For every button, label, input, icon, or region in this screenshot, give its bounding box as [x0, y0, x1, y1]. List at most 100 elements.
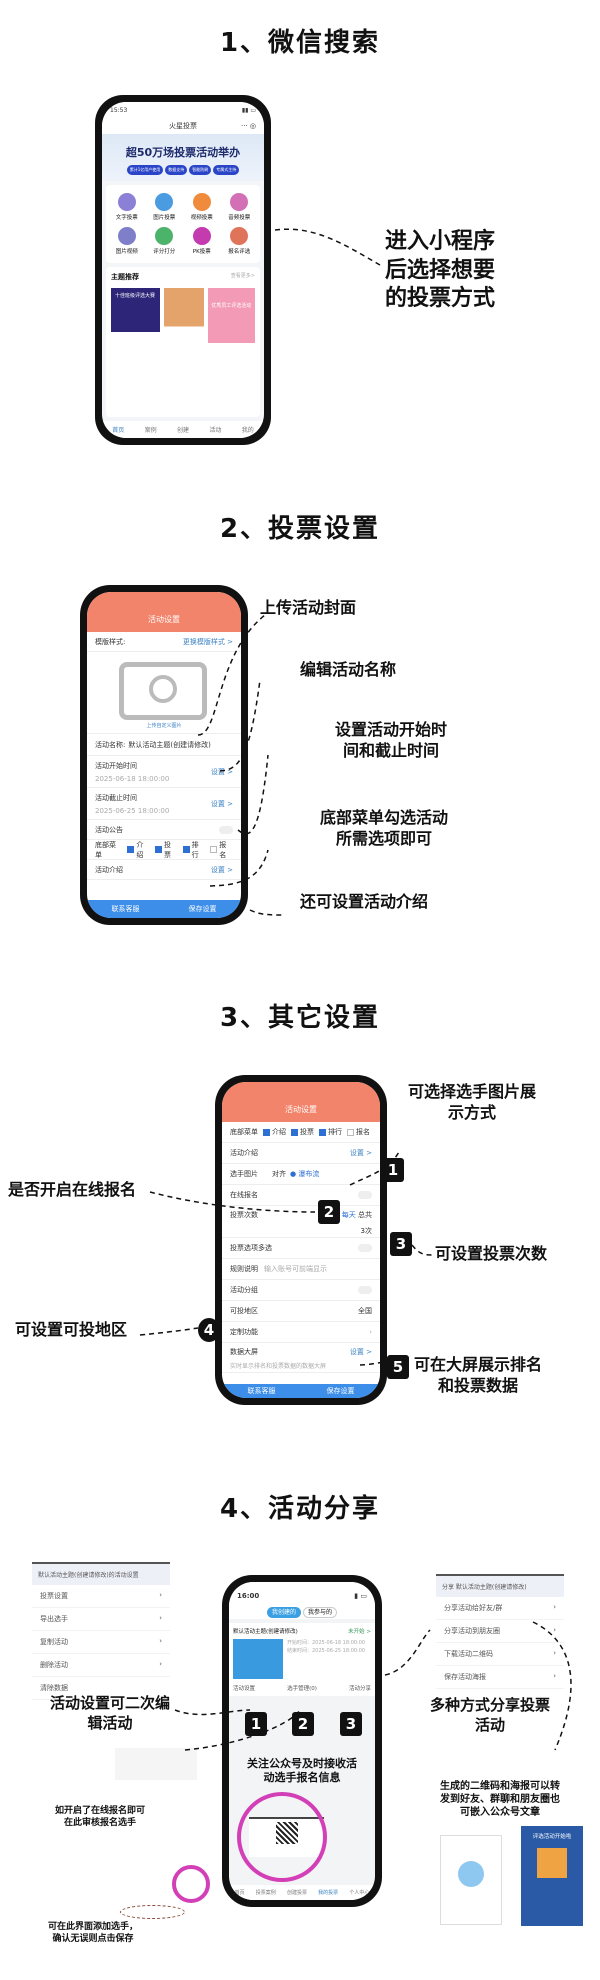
- badge-2: 2: [292, 1712, 314, 1736]
- row-label: 可投地区: [230, 1307, 258, 1315]
- checkbox-icon[interactable]: [291, 1128, 298, 1136]
- checkbox-icon[interactable]: [155, 846, 162, 853]
- tab-activity[interactable]: 活动: [209, 427, 222, 434]
- theme-card[interactable]: [163, 288, 205, 398]
- contact-service-button[interactable]: 联系客服: [247, 1387, 276, 1395]
- change-template-link[interactable]: 更换模版样式 >: [182, 637, 233, 646]
- menu-option-label: 排行: [328, 1128, 342, 1136]
- tab-home[interactable]: 首页: [234, 1890, 245, 1896]
- player-manage-button[interactable]: 选手管理(0): [287, 1686, 317, 1692]
- multi-toggle[interactable]: [358, 1244, 372, 1252]
- name-input[interactable]: 默认活动主题(创建请修改): [128, 740, 211, 749]
- signup-icon: [230, 227, 249, 245]
- checkbox-icon[interactable]: [127, 846, 135, 853]
- checkbox-icon[interactable]: [182, 846, 190, 853]
- list-header: 分享 默认活动主题(创建请修改): [436, 1574, 564, 1597]
- checkbox-icon[interactable]: [319, 1128, 326, 1136]
- theme-more-link[interactable]: 查看更多>: [230, 273, 255, 279]
- menu-option-label: 报名: [356, 1128, 370, 1136]
- list-item-label: 清除数据: [40, 1684, 68, 1692]
- tab-created[interactable]: 我创建的: [267, 1607, 302, 1618]
- signup-review-thumbnail: [115, 1748, 197, 1780]
- vote-type-video[interactable]: 视频投票: [183, 193, 221, 221]
- list-item[interactable]: 分享活动到朋友圈›: [436, 1620, 564, 1643]
- note-line: 的投票方式: [385, 286, 496, 312]
- region-select[interactable]: 全国: [358, 1307, 372, 1315]
- vote-type-image[interactable]: 图片投票: [146, 193, 184, 221]
- save-settings-button[interactable]: 保存设置: [188, 905, 217, 913]
- tab-create[interactable]: 创建投票: [286, 1890, 307, 1896]
- activity-settings-button[interactable]: 活动设置: [233, 1686, 256, 1692]
- settings-header: 活动设置: [222, 1082, 380, 1122]
- vote-count[interactable]: 3次: [360, 1227, 372, 1235]
- list-item[interactable]: 保存活动海报›: [436, 1666, 564, 1689]
- vote-type-text[interactable]: 文字投票: [108, 193, 146, 221]
- activity-share-button[interactable]: 活动分享: [348, 1686, 371, 1692]
- banner-headline: 超50万场投票活动举办: [125, 146, 241, 159]
- upload-image-link[interactable]: 上传自定义图片: [146, 723, 182, 729]
- save-settings-button[interactable]: 保存设置: [326, 1387, 355, 1395]
- menu-option-label: 排行: [191, 840, 199, 859]
- list-item[interactable]: 删除活动›: [32, 1654, 170, 1677]
- row-label: 数据大屏: [230, 1348, 258, 1356]
- badge-2: 2: [318, 1200, 340, 1224]
- text-vote-icon: [117, 193, 136, 211]
- list-item-label: 复制活动: [40, 1638, 68, 1646]
- note-bottom-menu: 底部菜单勾选活动 所需选项即可: [320, 808, 449, 848]
- checkbox-icon[interactable]: [210, 846, 218, 853]
- badge-4: 4: [198, 1318, 220, 1342]
- list-item[interactable]: 分享活动给好友/群›: [436, 1597, 564, 1620]
- group-toggle[interactable]: [358, 1286, 372, 1294]
- vote-type-signup[interactable]: 报名评选: [221, 227, 259, 255]
- audio-vote-icon: [230, 193, 249, 211]
- theme-card[interactable]: 十佳班级评选大赛: [111, 288, 160, 398]
- theme-card[interactable]: 优秀员工评选活动: [208, 288, 256, 398]
- name-label: 活动名称:: [95, 740, 126, 749]
- list-item[interactable]: 投票设置›: [32, 1585, 170, 1608]
- share-list: 分享 默认活动主题(创建请修改) 分享活动给好友/群› 分享活动到朋友圈› 下载…: [436, 1574, 564, 1689]
- radio-waterfall[interactable]: ● 瀑布流: [290, 1170, 320, 1178]
- tab-cases[interactable]: 案例: [144, 427, 157, 434]
- list-item[interactable]: 导出选手›: [32, 1608, 170, 1631]
- list-item[interactable]: 清除数据: [32, 1677, 170, 1700]
- checkbox-icon[interactable]: [347, 1128, 354, 1136]
- phone-mockup-home: 15:53▮▮ ▭ 火星投票··· ◎ 超50万场投票活动举办 累计1亿用户使用…: [95, 95, 271, 445]
- contact-service-button[interactable]: 联系客服: [111, 905, 140, 913]
- tab-joined[interactable]: 我参与的: [302, 1607, 337, 1618]
- activity-title: 默认活动主题(创建请修改): [233, 1629, 298, 1635]
- signal-battery-icon: ▮ ▭: [354, 1592, 367, 1600]
- banner-tag: 智能防刷: [189, 165, 212, 175]
- list-item[interactable]: 复制活动›: [32, 1631, 170, 1654]
- list-item[interactable]: 下载活动二维码›: [436, 1643, 564, 1666]
- cover-upload[interactable]: 上传自定义图片: [87, 652, 241, 734]
- vote-type-audio[interactable]: 音频投票: [221, 193, 259, 221]
- notice-toggle[interactable]: [219, 825, 233, 834]
- tab-my-votes[interactable]: 我的投票: [318, 1890, 339, 1896]
- tab-bar: 首页 案例 创建 活动 我的: [102, 421, 264, 438]
- note-review-signup: 如开启了在线报名即可 在此审核报名选手: [55, 1806, 146, 1828]
- screen-set-link[interactable]: 设置 >: [349, 1348, 372, 1356]
- tab-create[interactable]: 创建: [176, 427, 189, 434]
- radio-total[interactable]: 总共: [358, 1211, 372, 1219]
- menu-option-label: 投票: [300, 1128, 314, 1136]
- list-item-label: 投票设置: [40, 1592, 68, 1600]
- vote-type-image-video[interactable]: 图片视频: [108, 227, 146, 255]
- end-set-link[interactable]: 设置 >: [210, 799, 233, 808]
- vote-type-pk[interactable]: PK投票: [183, 227, 221, 255]
- tab-profile[interactable]: 个人中心: [349, 1890, 370, 1896]
- activity-card[interactable]: 默认活动主题(创建请修改)未开始 > 开始时间：2025-06-18 18:00…: [229, 1623, 375, 1696]
- note-set-times: 设置活动开始时 间和截止时间: [335, 720, 448, 760]
- rule-input[interactable]: 输入账号可前端显示: [264, 1265, 327, 1273]
- checkbox-icon[interactable]: [263, 1128, 270, 1136]
- intro-set-link[interactable]: 设置 >: [210, 865, 233, 874]
- signup-toggle[interactable]: [358, 1191, 372, 1199]
- tab-cases[interactable]: 投票案例: [255, 1890, 276, 1896]
- tab-home[interactable]: 首页: [112, 427, 125, 434]
- notice-label: 活动公告: [95, 825, 123, 834]
- vote-type-score[interactable]: 评分打分: [146, 227, 184, 255]
- tab-mine[interactable]: 我的: [241, 427, 254, 434]
- radio-align[interactable]: 对齐: [272, 1170, 286, 1178]
- more-icon[interactable]: ··· ◎: [240, 122, 256, 130]
- chevron-right-icon[interactable]: ›: [369, 1328, 372, 1336]
- intro-set-link[interactable]: 设置 >: [349, 1149, 372, 1157]
